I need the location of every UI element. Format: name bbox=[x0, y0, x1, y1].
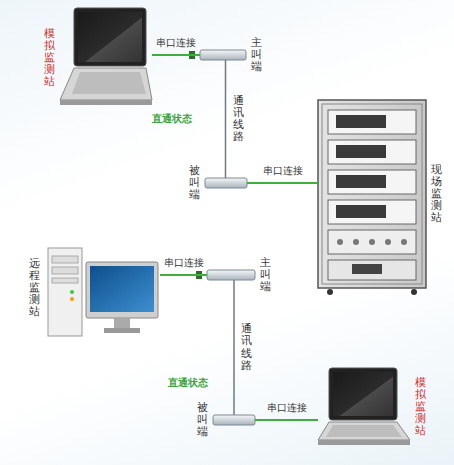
serial-cable bbox=[247, 182, 318, 184]
station-label: 主叫端 bbox=[251, 37, 262, 73]
connection-label: 串口连接 bbox=[164, 257, 204, 269]
laptop bbox=[60, 8, 152, 105]
rack-station: 现场监测站 bbox=[318, 100, 426, 288]
serial-cable bbox=[152, 54, 200, 56]
status-label: 直通状态 bbox=[152, 112, 192, 126]
serial-cable bbox=[255, 419, 318, 421]
serial-plug bbox=[189, 51, 202, 279]
station-label: 远程监测站 bbox=[29, 258, 40, 318]
modem bbox=[200, 50, 255, 425]
modem-box: 被叫端 bbox=[205, 178, 247, 188]
connection-label: 通讯线路 bbox=[241, 323, 252, 371]
connection-label: 通讯线路 bbox=[233, 95, 244, 143]
modem-box: 主叫端 bbox=[200, 50, 246, 60]
connection-label: 串口连接 bbox=[267, 402, 307, 414]
station-label: 主叫端 bbox=[260, 257, 271, 293]
station-label: 现场监测站 bbox=[431, 164, 442, 224]
station-label: 被叫端 bbox=[197, 402, 208, 438]
connection-label: 串口连接 bbox=[263, 165, 303, 177]
equipment-rack bbox=[318, 100, 426, 295]
comm-line bbox=[233, 280, 235, 415]
comm-line bbox=[225, 60, 227, 178]
station-label: 被叫端 bbox=[189, 165, 200, 201]
modem-box: 主叫端 bbox=[207, 270, 255, 280]
desktop-pc bbox=[48, 248, 158, 336]
laptop bbox=[318, 368, 410, 445]
laptop-station: 模拟监测站 bbox=[60, 8, 152, 108]
pc-station: 远程监测站 bbox=[45, 238, 160, 338]
station-label: 模拟监测站 bbox=[44, 28, 55, 88]
connection-label: 串口连接 bbox=[156, 37, 196, 49]
laptop-station: 模拟监测站 bbox=[318, 368, 410, 446]
station-label: 模拟监测站 bbox=[415, 377, 426, 437]
modem-box: 被叫端 bbox=[213, 415, 255, 425]
serial-cable bbox=[160, 274, 207, 276]
status-label: 直通状态 bbox=[168, 376, 208, 390]
